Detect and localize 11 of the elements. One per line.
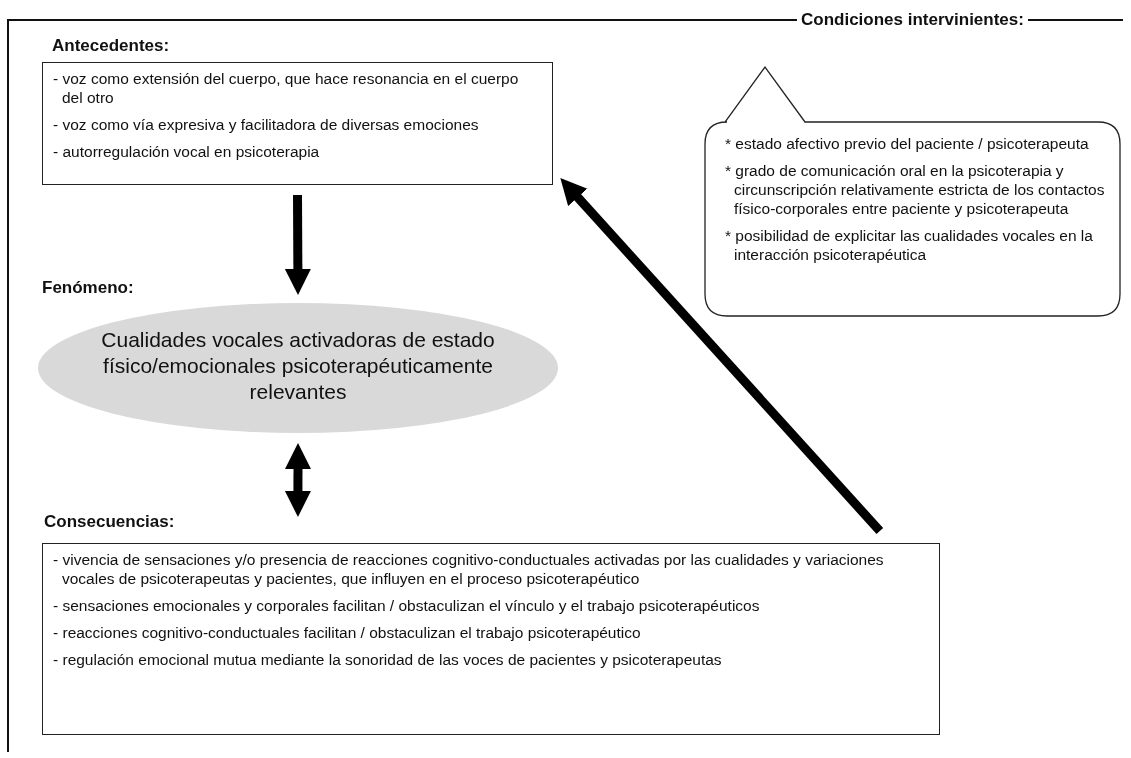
list-item: - reacciones cognitivo-conductuales facilitan / obstaculizan el trabajo psicoterapéutico — [53, 623, 642, 642]
phenomenon-text: Cualidades vocales activadoras de estado físico/emocionales psicoterapéuticamente relevantes — [100, 327, 496, 405]
list-item: * posibilidad de explicitar las cualidades vocales en la interacción psicoterapéutica — [725, 226, 1094, 264]
list-item: - regulación emocional mutua mediante la sonoridad de las voces de pacientes y psicoterapeutas — [53, 650, 723, 669]
list-item: - autorregulación vocal en psicoterapia — [53, 142, 321, 161]
list-item: * grado de comunicación oral en la psicoterapia y circunscripción relativamente estricta de los contactos físico-corporales entre paciente y psicoterapeuta — [725, 161, 1106, 218]
list-item: * estado afectivo previo del paciente / psicoterapeuta — [725, 134, 1090, 153]
list-item: - voz como vía expresiva y facilitadora de diversas emociones — [53, 115, 480, 134]
list-item: - sensaciones emocionales y corporales facilitan / obstaculizan el vínculo y el trabajo psicoterapéuticos — [53, 596, 761, 615]
list-item: - voz como extensión del cuerpo, que hace resonancia en el cuerpo del otro — [53, 69, 520, 107]
list-item: - vivencia de sensaciones y/o presencia de reacciones cognitivo-conductuales activadas por las cualidades y variaciones vocales de psicoterapeutas y pacientes, que influyen en el proceso psicoterapéutico — [53, 550, 885, 588]
